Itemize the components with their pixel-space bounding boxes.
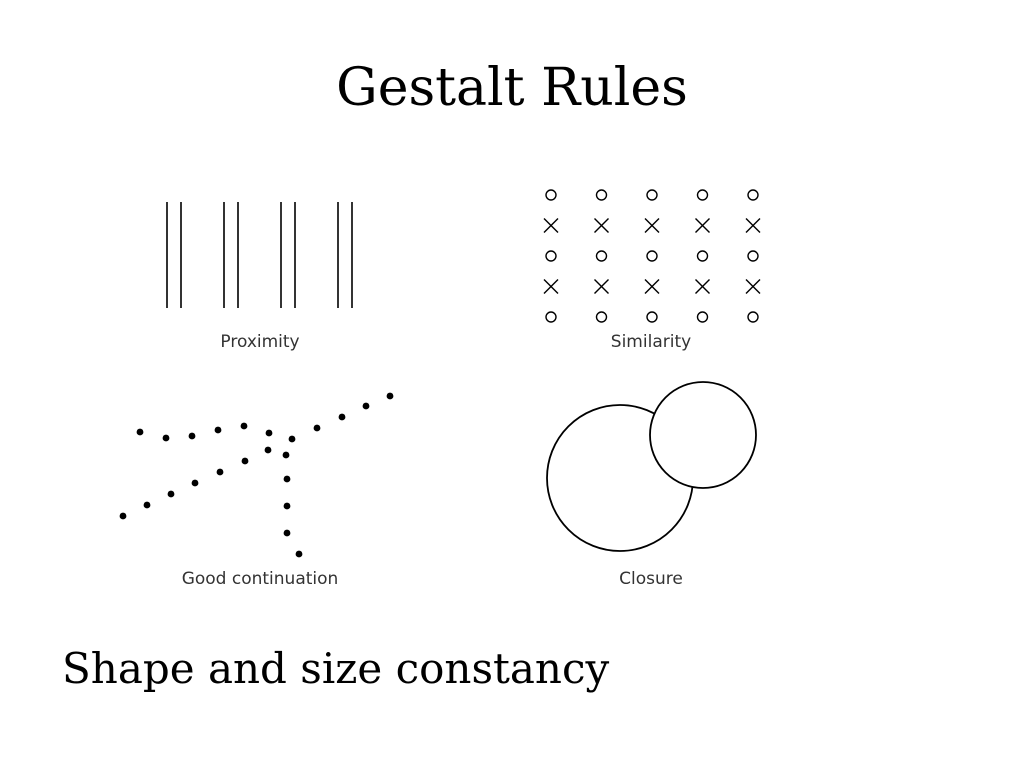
similarity-grid [543,189,761,323]
continuation-dot [288,435,296,443]
similarity-circle [545,189,557,201]
continuation-dot [313,424,321,432]
continuation-dot [362,402,370,410]
similarity-cross [594,279,609,294]
continuation-dot [283,475,291,483]
similarity-cross [644,279,660,294]
continuation-dot [295,550,303,558]
cross-stroke [695,218,710,233]
cross-stroke [644,279,660,294]
continuation-dot [188,432,196,440]
continuation-dot [191,479,199,487]
continuation-dot [265,429,273,437]
cross-stroke [543,279,559,294]
similarity-cross [695,218,710,233]
similarity-caption: Similarity [611,332,691,352]
similarity-circle [747,311,759,323]
closure-caption: Closure [619,569,683,589]
continuation-dots [119,392,394,558]
continuation-dot [167,490,175,498]
cross-stroke [594,279,609,294]
continuation-dot [143,501,151,509]
similarity-circle [595,189,608,201]
continuation-dot [162,434,170,442]
cross-stroke [745,218,761,233]
similarity-circle [595,250,608,262]
continuation-dot [282,451,290,459]
similarity-cross [543,218,559,233]
continuation-dot [386,392,394,400]
continuation-dot [338,413,346,421]
closure-panel: Closure [546,381,757,589]
bottom-text: Shape and size constancy [62,644,610,693]
proximity-caption: Proximity [220,332,299,352]
similarity-cross [695,279,710,294]
continuation-dot [264,446,272,454]
similarity-circle [747,250,759,262]
similarity-circle [646,189,658,201]
continuation-dot [283,529,291,537]
closure-small-circle [649,381,757,489]
continuation-dot [119,512,127,520]
cross-stroke [644,218,660,233]
similarity-circle [646,311,658,323]
similarity-cross [543,279,559,294]
cross-stroke [695,279,710,294]
continuation-dot [240,422,248,430]
cross-stroke [543,218,559,233]
similarity-circle [545,311,557,323]
similarity-cross [644,218,660,233]
slide-title: Gestalt Rules [336,58,688,118]
proximity-panel: Proximity [166,202,353,352]
similarity-cross [594,218,609,233]
similarity-circle [696,189,709,201]
similarity-cross [745,279,761,294]
similarity-panel: Similarity [543,189,761,352]
similarity-cross [745,218,761,233]
cross-stroke [594,218,609,233]
similarity-circle [696,311,709,323]
continuation-panel: Good continuation [119,392,394,589]
continuation-dot [283,502,291,510]
similarity-circle [747,189,759,201]
continuation-dot [216,468,224,476]
continuation-dot [136,428,144,436]
similarity-circle [545,250,557,262]
cross-stroke [745,279,761,294]
continuation-dot [241,457,249,465]
continuation-dot [214,426,222,434]
continuation-caption: Good continuation [182,569,339,589]
proximity-lines [166,202,353,308]
similarity-circle [696,250,709,262]
similarity-circle [646,250,658,262]
similarity-circle [595,311,608,323]
